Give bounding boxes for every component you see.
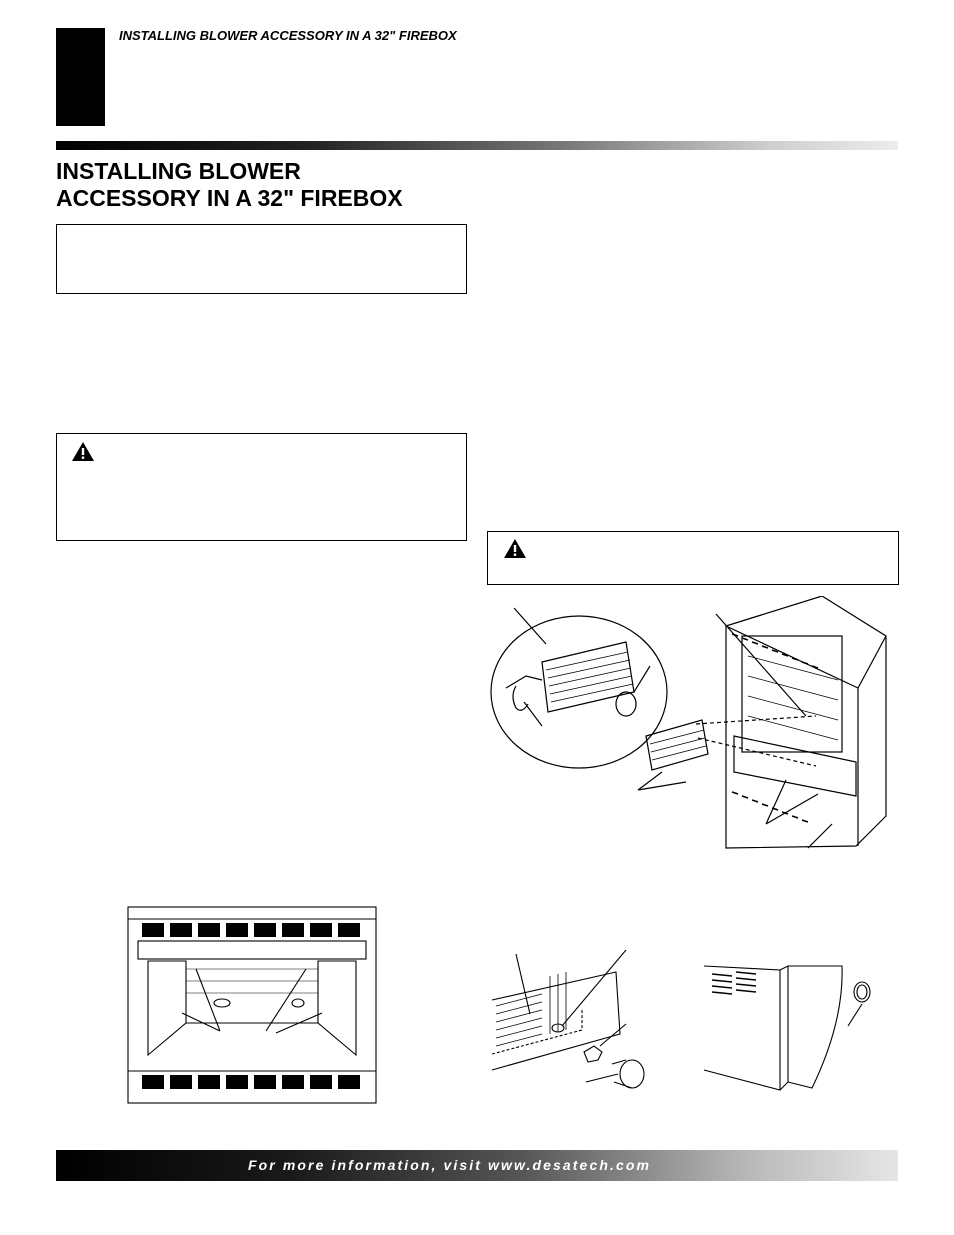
firebox-front-figure xyxy=(127,906,377,1104)
page-title: INSTALLING BLOWER ACCESSORY IN A 32" FIR… xyxy=(56,158,403,211)
header-rule xyxy=(56,141,898,150)
footer-bar xyxy=(56,1150,898,1181)
notice-box xyxy=(56,224,467,294)
warning-triangle-icon xyxy=(504,539,526,558)
warning-box-right xyxy=(487,531,899,585)
side-panel-figure xyxy=(703,965,871,1091)
warning-triangle-icon xyxy=(72,442,94,461)
page-tab-marker xyxy=(56,28,105,126)
running-header: INSTALLING BLOWER ACCESSORY IN A 32" FIR… xyxy=(119,28,457,43)
warning-box xyxy=(56,433,467,541)
blower-installation-figure xyxy=(490,596,887,849)
control-knob-figure xyxy=(491,950,645,1089)
footer-website-text: For more information, visit www.desatech… xyxy=(248,1157,652,1173)
